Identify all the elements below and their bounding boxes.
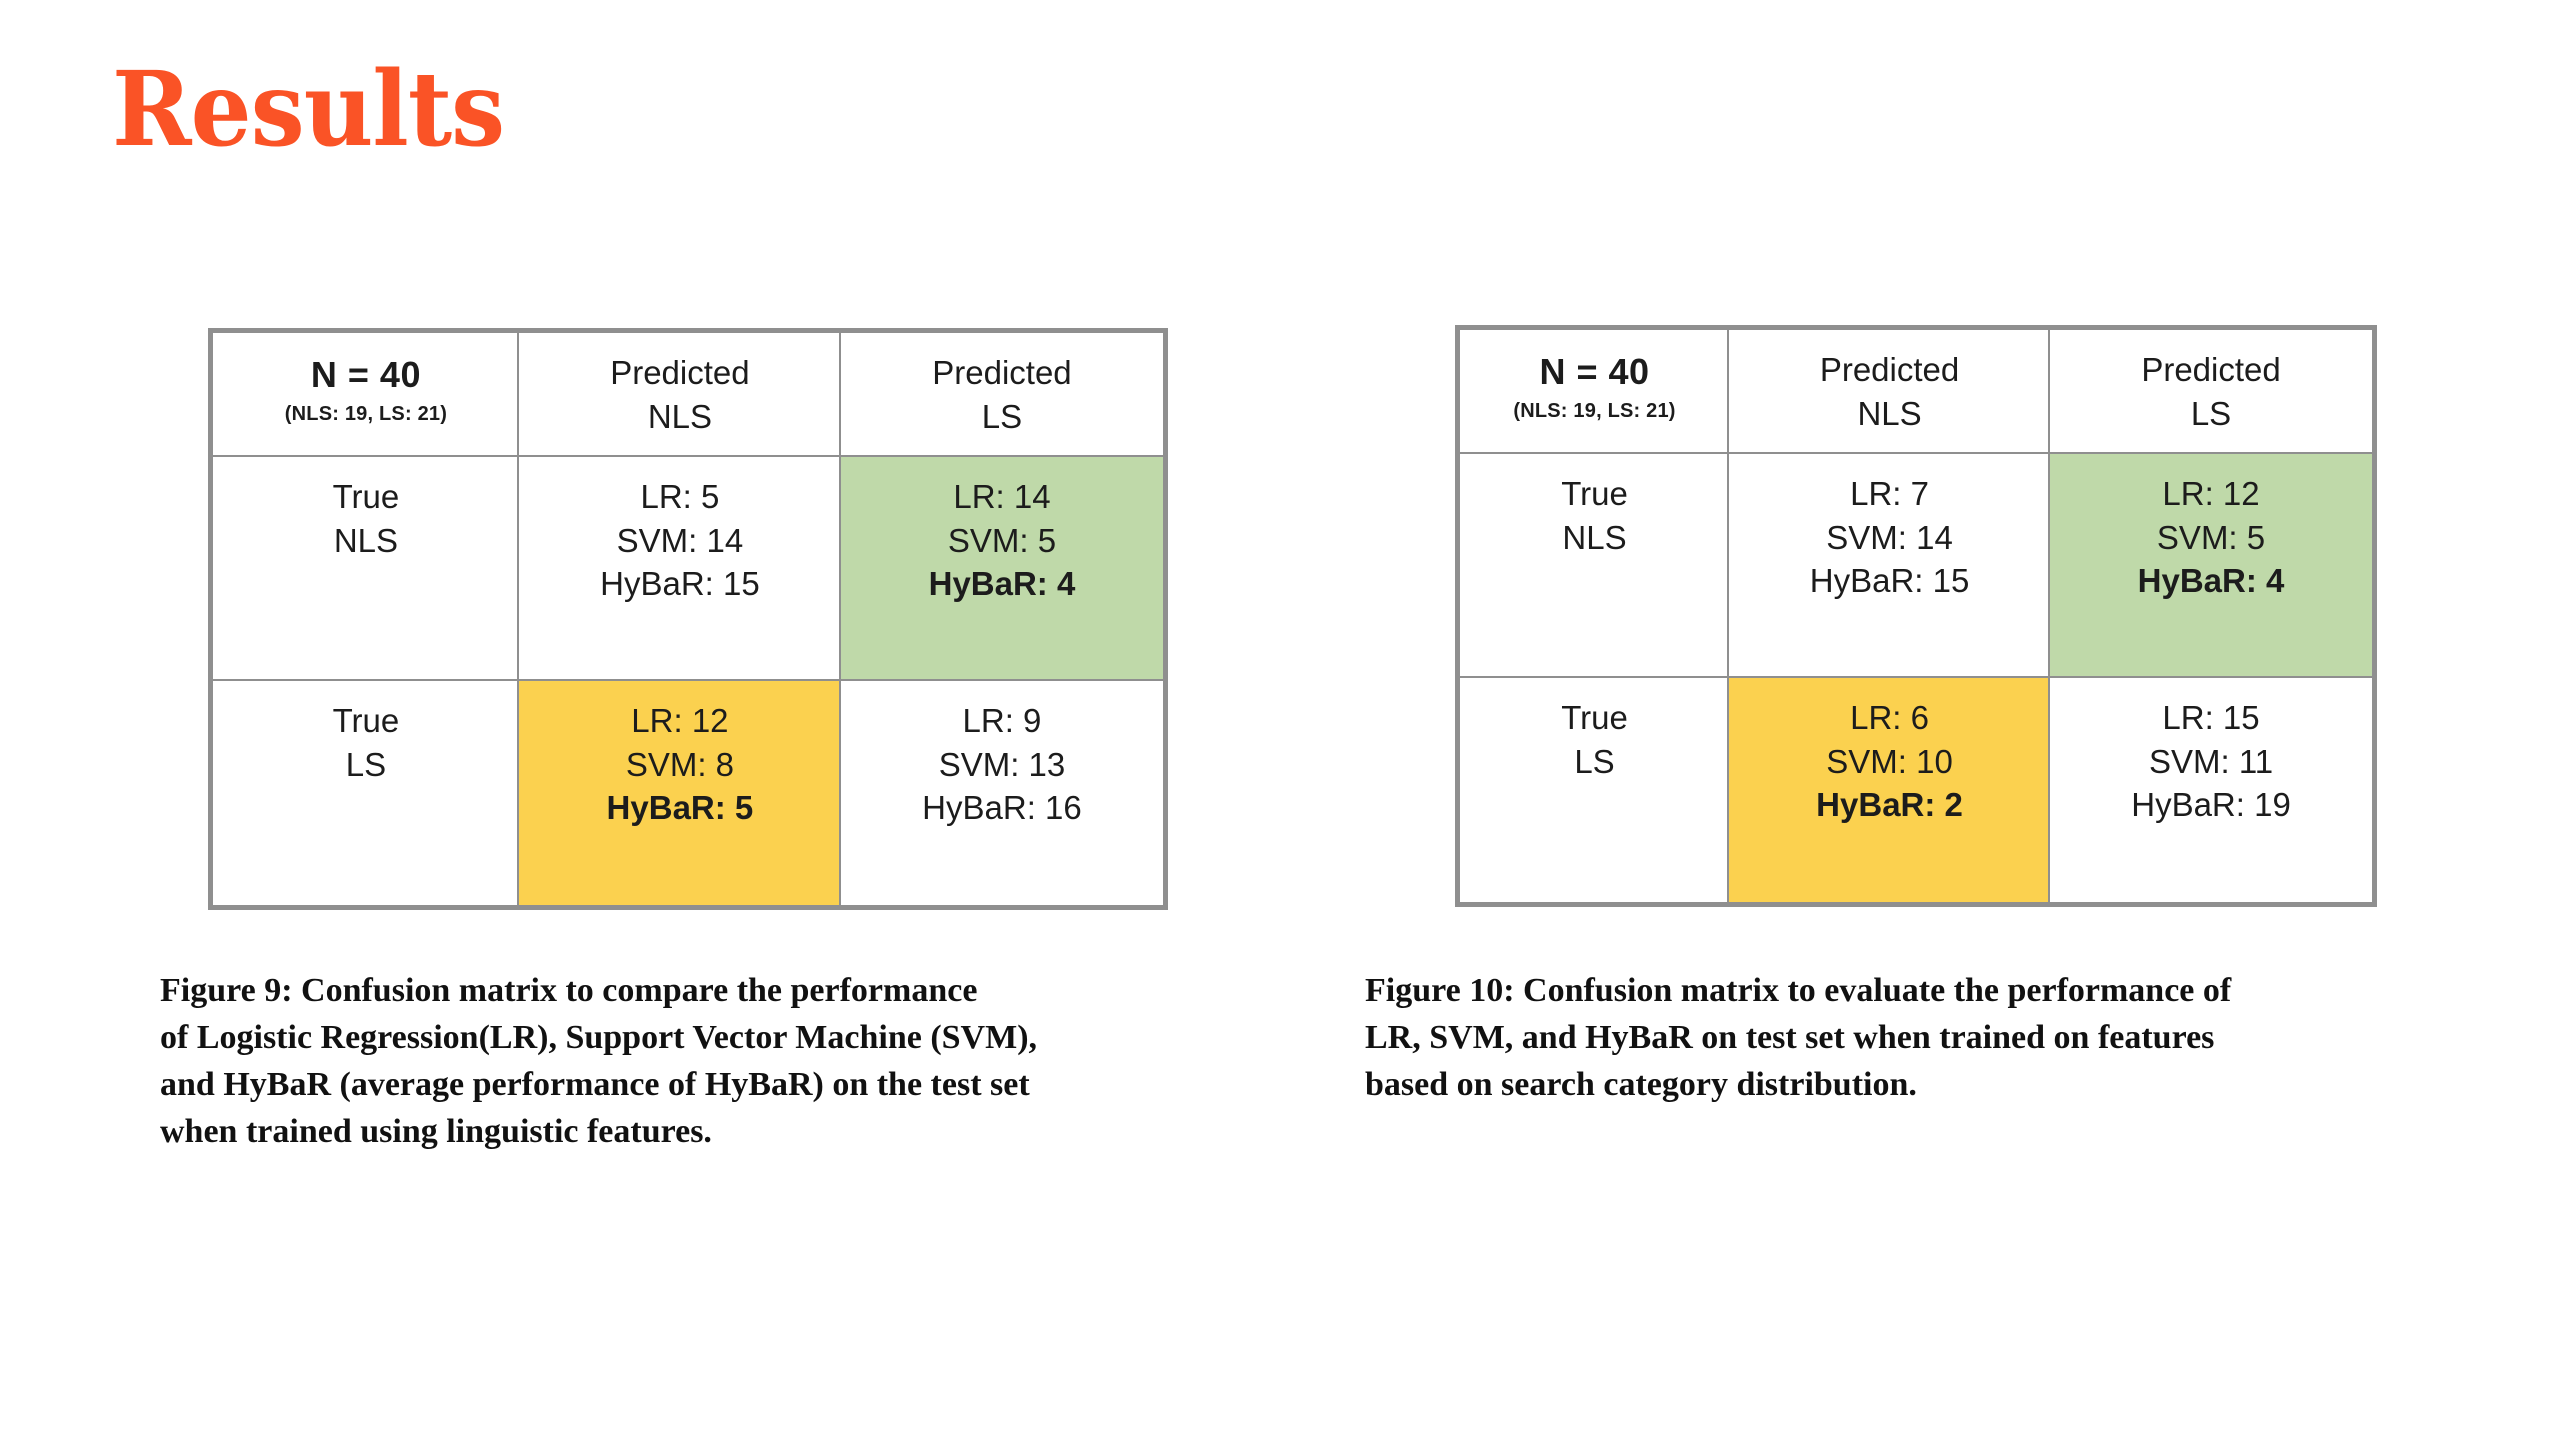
cell-lr-value: LR: 12	[2162, 475, 2260, 512]
caption-line: Figure 10: Confusion matrix to evaluate …	[1365, 972, 2232, 1009]
matrix-col-header-predicted-ls: Predicted LS	[840, 333, 1163, 457]
cell-svm-value: SVM: 8	[625, 745, 735, 783]
cell-svm-value: SVM: 5	[2156, 518, 2266, 556]
cell-lr-value: LR: 5	[640, 478, 720, 515]
matrix-col-header-predicted-nls: Predicted NLS	[518, 333, 841, 457]
corner-n-total: N = 40	[310, 354, 421, 395]
col-header-line1: Predicted	[1819, 351, 1960, 388]
row-header-line2: NLS	[1562, 518, 1627, 556]
cell-hybar-value: HyBaR: 4	[2137, 562, 2285, 600]
matrix-row-header-true-ls: True LS	[1460, 678, 1730, 902]
row-header-line2: LS	[1574, 742, 1615, 780]
cell-lr-value: LR: 6	[1850, 699, 1929, 736]
caption-line: Figure 9: Confusion matrix to compare th…	[160, 972, 978, 1009]
matrix-row-true-ls: True LS LR: 6 SVM: 10 HyBaR: 2 LR: 15 SV…	[1460, 678, 2372, 902]
cell-hybar-value: HyBaR: 16	[922, 789, 1082, 827]
col-header-line1: Predicted	[610, 354, 750, 391]
matrix-cell-truels-predls: LR: 15 SVM: 11 HyBaR: 19	[2050, 678, 2372, 902]
confusion-matrix-figure-10: N = 40 (NLS: 19, LS: 21) Predicted NLS P…	[1455, 325, 2377, 907]
matrix-corner-cell: N = 40 (NLS: 19, LS: 21)	[1460, 330, 1730, 454]
row-header-line2: LS	[345, 745, 387, 783]
cell-svm-value: SVM: 10	[1826, 742, 1953, 780]
caption-line: LR, SVM, and HyBaR on test set when trai…	[1365, 1018, 2215, 1056]
figure-10-block: N = 40 (NLS: 19, LS: 21) Predicted NLS P…	[1455, 325, 2377, 907]
row-header-line1: True	[1561, 475, 1628, 512]
cell-hybar-value: HyBaR: 19	[2131, 786, 2291, 824]
col-header-line2: NLS	[647, 397, 713, 435]
matrix-col-header-predicted-ls: Predicted LS	[2050, 330, 2372, 454]
cell-lr-value: LR: 7	[1850, 475, 1929, 512]
cell-hybar-value: HyBaR: 4	[928, 565, 1076, 603]
matrix-cell-truenls-predls: LR: 12 SVM: 5 HyBaR: 4	[2050, 454, 2372, 678]
cell-lr-value: LR: 9	[962, 702, 1042, 739]
col-header-line2: LS	[981, 397, 1023, 435]
cell-lr-value: LR: 15	[2162, 699, 2260, 736]
cell-hybar-value: HyBaR: 15	[1809, 562, 1970, 600]
cell-hybar-value: HyBaR: 2	[1816, 786, 1963, 824]
matrix-row-header-true-ls: True LS	[213, 681, 519, 905]
matrix-row-true-nls: True NLS LR: 5 SVM: 14 HyBaR: 15 LR: 14 …	[213, 457, 1163, 681]
matrix-col-header-predicted-nls: Predicted NLS	[1729, 330, 2051, 454]
cell-hybar-value: HyBaR: 15	[600, 565, 760, 603]
cell-svm-value: SVM: 5	[947, 521, 1057, 559]
matrix-corner-cell: N = 40 (NLS: 19, LS: 21)	[213, 333, 519, 457]
matrix-row-header-true-nls: True NLS	[213, 457, 519, 681]
caption-line: based on search category distribution.	[1365, 1065, 1917, 1103]
row-header-line1: True	[332, 702, 400, 739]
row-header-line1: True	[332, 478, 400, 515]
caption-line: when trained using linguistic features.	[160, 1112, 712, 1150]
figure-9-block: N = 40 (NLS: 19, LS: 21) Predicted NLS P…	[208, 328, 1168, 910]
corner-n-total: N = 40	[1539, 351, 1650, 392]
matrix-cell-truenls-predls: LR: 14 SVM: 5 HyBaR: 4	[840, 457, 1163, 681]
matrix-header-row: N = 40 (NLS: 19, LS: 21) Predicted NLS P…	[1460, 330, 2372, 454]
confusion-matrix-figure-9: N = 40 (NLS: 19, LS: 21) Predicted NLS P…	[208, 328, 1168, 910]
matrix-cell-truels-predls: LR: 9 SVM: 13 HyBaR: 16	[840, 681, 1163, 905]
cell-lr-value: LR: 12	[631, 702, 729, 739]
cell-svm-value: SVM: 13	[938, 745, 1066, 783]
corner-class-counts: (NLS: 19, LS: 21)	[1513, 399, 1676, 422]
col-header-line2: LS	[2190, 394, 2232, 432]
col-header-line2: NLS	[1857, 394, 1922, 432]
cell-svm-value: SVM: 14	[1826, 518, 1953, 556]
matrix-row-true-nls: True NLS LR: 7 SVM: 14 HyBaR: 15 LR: 12 …	[1460, 454, 2372, 678]
figure-9-caption: Figure 9: Confusion matrix to compare th…	[160, 968, 1272, 1156]
row-header-line1: True	[1561, 699, 1628, 736]
matrix-cell-truels-prednls: LR: 6 SVM: 10 HyBaR: 2	[1729, 678, 2051, 902]
matrix-row-header-true-nls: True NLS	[1460, 454, 1730, 678]
matrix-cell-truels-prednls: LR: 12 SVM: 8 HyBaR: 5	[518, 681, 841, 905]
row-header-line2: NLS	[333, 521, 399, 559]
page-title: Results	[112, 49, 505, 170]
cell-hybar-value: HyBaR: 5	[606, 789, 754, 827]
cell-lr-value: LR: 14	[953, 478, 1051, 515]
matrix-cell-truenls-prednls: LR: 5 SVM: 14 HyBaR: 15	[518, 457, 841, 681]
caption-line: of Logistic Regression(LR), Support Vect…	[160, 1018, 1038, 1056]
cell-svm-value: SVM: 14	[616, 521, 744, 559]
matrix-cell-truenls-prednls: LR: 7 SVM: 14 HyBaR: 15	[1729, 454, 2051, 678]
matrix-row-true-ls: True LS LR: 12 SVM: 8 HyBaR: 5 LR: 9 SVM…	[213, 681, 1163, 905]
matrix-header-row: N = 40 (NLS: 19, LS: 21) Predicted NLS P…	[213, 333, 1163, 457]
col-header-line1: Predicted	[932, 354, 1072, 391]
corner-class-counts: (NLS: 19, LS: 21)	[284, 402, 448, 425]
caption-line: and HyBaR (average performance of HyBaR)…	[160, 1065, 1030, 1103]
figure-10-caption: Figure 10: Confusion matrix to evaluate …	[1365, 968, 2520, 1109]
cell-svm-value: SVM: 11	[2148, 742, 2274, 780]
col-header-line1: Predicted	[2141, 351, 2281, 388]
